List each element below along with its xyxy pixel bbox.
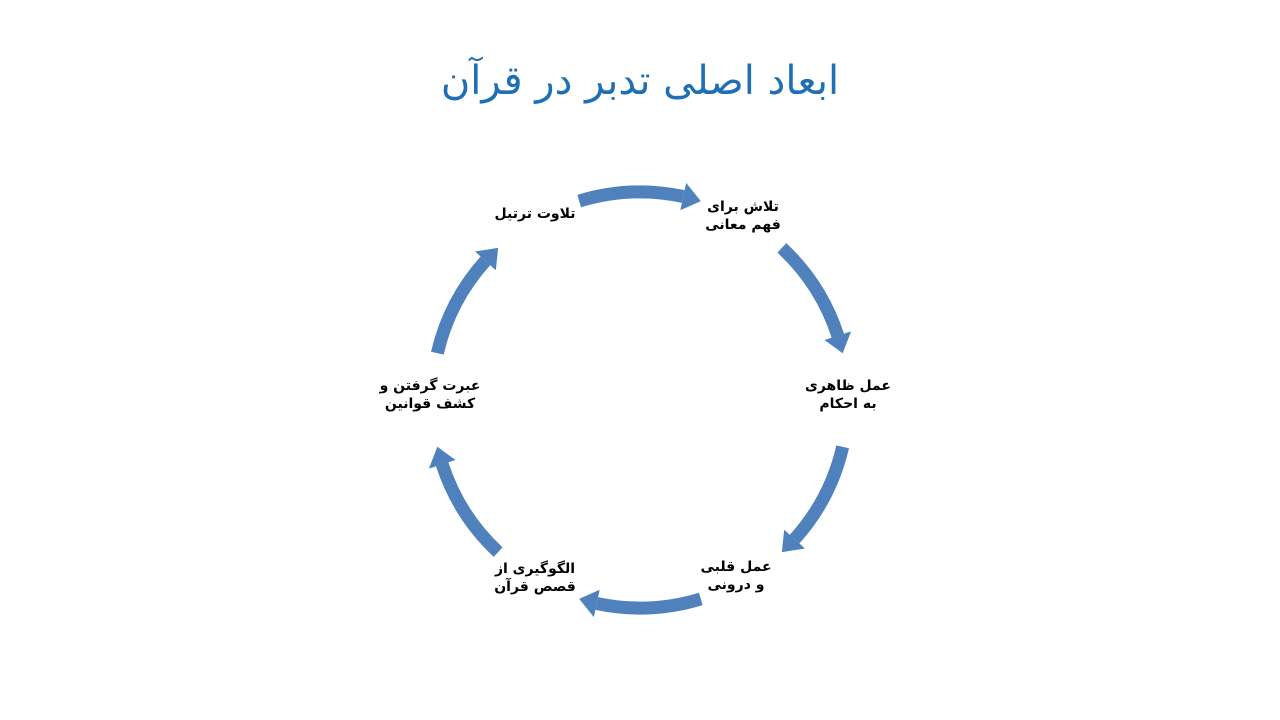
node-understanding: تلاش برای فهم معانی (705, 199, 781, 233)
node-inner-action: عمل قلبی و درونی (700, 559, 772, 593)
cycle-arrow (595, 592, 703, 615)
node-role-models: الگوگیری از قصص قرآن (494, 561, 576, 595)
arrow-head-icon (781, 529, 805, 553)
cycle-arrow (789, 445, 850, 544)
arrow-head-icon (428, 446, 456, 469)
cycle-arrow (777, 243, 845, 338)
node-outward-action: عمل ظاهری به احکام (804, 378, 891, 412)
node-lessons: عبرت گرفتن و کشف قوانین (379, 378, 481, 412)
arrow-head-icon (680, 182, 701, 211)
slide-title: ابعاد اصلی تدبر در قرآن (440, 58, 840, 104)
arrow-head-icon (579, 589, 600, 618)
cycle-arrow (435, 462, 503, 557)
cycle-arrow (577, 185, 685, 208)
node-recitation: تلاوت ترتیل (494, 206, 576, 222)
arrow-head-icon (824, 331, 852, 354)
cycle-arrow (430, 256, 491, 355)
arrow-head-icon (475, 247, 499, 271)
